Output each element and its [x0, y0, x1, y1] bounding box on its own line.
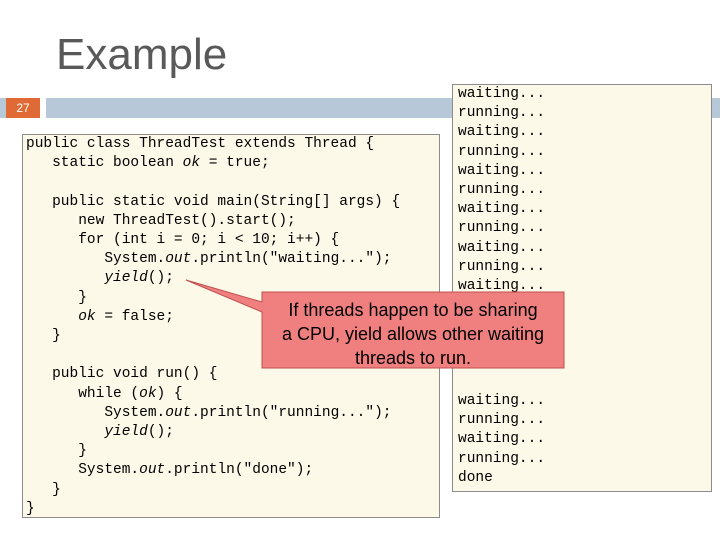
- output-line: waiting...: [458, 431, 546, 448]
- code-token: ();: [147, 270, 174, 287]
- code-token: System.: [26, 251, 166, 268]
- output-panel: waiting... running... waiting... running...…: [452, 84, 712, 492]
- slide-number-label: 27: [16, 101, 30, 115]
- code-token: new ThreadTest().start();: [26, 212, 296, 229]
- callout-text: If threads happen to be sharing a CPU, y…: [262, 298, 564, 370]
- code-token: }: [26, 328, 61, 344]
- code-line: yield();: [26, 423, 174, 442]
- code-token: }: [26, 289, 87, 306]
- code-line: static boolean ok = true;: [26, 154, 270, 173]
- output-line: running...: [458, 258, 546, 275]
- slide-number: 27: [6, 98, 40, 118]
- output-line: done: [458, 469, 493, 486]
- code-token: System.: [26, 462, 140, 479]
- output-line: waiting...: [458, 201, 546, 218]
- slide-title: Example: [56, 30, 228, 79]
- code-token: public class ThreadTest extends Thread {: [26, 136, 375, 152]
- code-token: [26, 270, 104, 286]
- code-token: ();: [147, 424, 174, 440]
- code-line: yield();: [26, 269, 174, 288]
- code-italic-token: out: [165, 404, 192, 421]
- code-line: new ThreadTest().start();: [26, 212, 296, 231]
- code-line: public void run() {: [26, 365, 217, 384]
- code-token: = true;: [200, 155, 270, 172]
- output-line: running...: [458, 450, 546, 467]
- code-line: }: [26, 442, 87, 461]
- code-token: .println("running...");: [191, 404, 392, 421]
- callout-line-3: threads to run.: [354, 348, 472, 368]
- code-token: [26, 309, 78, 325]
- output-line: waiting...: [458, 393, 546, 409]
- code-token: .println("waiting...");: [191, 251, 392, 268]
- output-line: waiting...: [458, 278, 546, 294]
- code-line: while (ok) {: [26, 385, 183, 404]
- code-token: = false;: [95, 308, 174, 325]
- code-line: ok = false;: [26, 308, 174, 327]
- code-line: }: [26, 289, 87, 308]
- code-token: ) {: [156, 385, 183, 402]
- code-line: }: [26, 481, 61, 500]
- header-rule-left: [0, 98, 6, 118]
- code-italic-token: ok: [182, 155, 201, 172]
- code-token: for (int i = 0; i < 10; i++) {: [26, 232, 340, 248]
- callout-shape: [185, 279, 565, 369]
- callout-line-1: If threads happen to be sharing: [288, 300, 538, 320]
- code-token: public void run() {: [26, 366, 218, 383]
- code-italic-token: ok: [139, 385, 157, 402]
- code-token: }: [26, 500, 35, 517]
- callout-bubble: [185, 279, 565, 369]
- code-italic-token: out: [165, 251, 192, 268]
- output-line: running...: [458, 182, 546, 198]
- code-line: System.out.println("done");: [26, 461, 313, 480]
- code-line: System.out.println("running...");: [26, 404, 391, 423]
- output-line: running...: [458, 220, 546, 237]
- output-line: running...: [458, 105, 546, 122]
- code-token: static boolean: [26, 155, 183, 172]
- code-italic-token: yield: [104, 270, 148, 287]
- output-line: waiting...: [458, 86, 546, 102]
- code-token: [26, 424, 104, 440]
- code-line: public class ThreadTest extends Thread {: [26, 135, 374, 154]
- code-italic-token: out: [139, 462, 166, 479]
- code-line: }: [26, 500, 35, 519]
- code-token: public static void main(String[] args) {: [26, 193, 401, 210]
- code-token: }: [26, 481, 61, 498]
- code-line: }: [26, 327, 61, 346]
- code-italic-token: yield: [104, 424, 148, 440]
- code-token: .println("done");: [165, 462, 314, 479]
- code-token: System.: [26, 404, 166, 421]
- output-line: waiting...: [458, 162, 546, 179]
- output-line: waiting...: [458, 239, 546, 256]
- code-line: System.out.println("waiting...");: [26, 250, 391, 269]
- code-line: for (int i = 0; i < 10; i++) {: [26, 231, 339, 250]
- code-token: while (: [26, 385, 140, 402]
- code-line: public static void main(String[] args) {: [26, 193, 400, 212]
- callout-line-2: a CPU, yield allows other waiting: [281, 324, 545, 344]
- output-line: running...: [458, 412, 546, 429]
- output-line: running...: [458, 143, 546, 160]
- code-italic-token: ok: [78, 308, 96, 325]
- output-line: waiting...: [458, 124, 546, 141]
- code-token: }: [26, 443, 87, 460]
